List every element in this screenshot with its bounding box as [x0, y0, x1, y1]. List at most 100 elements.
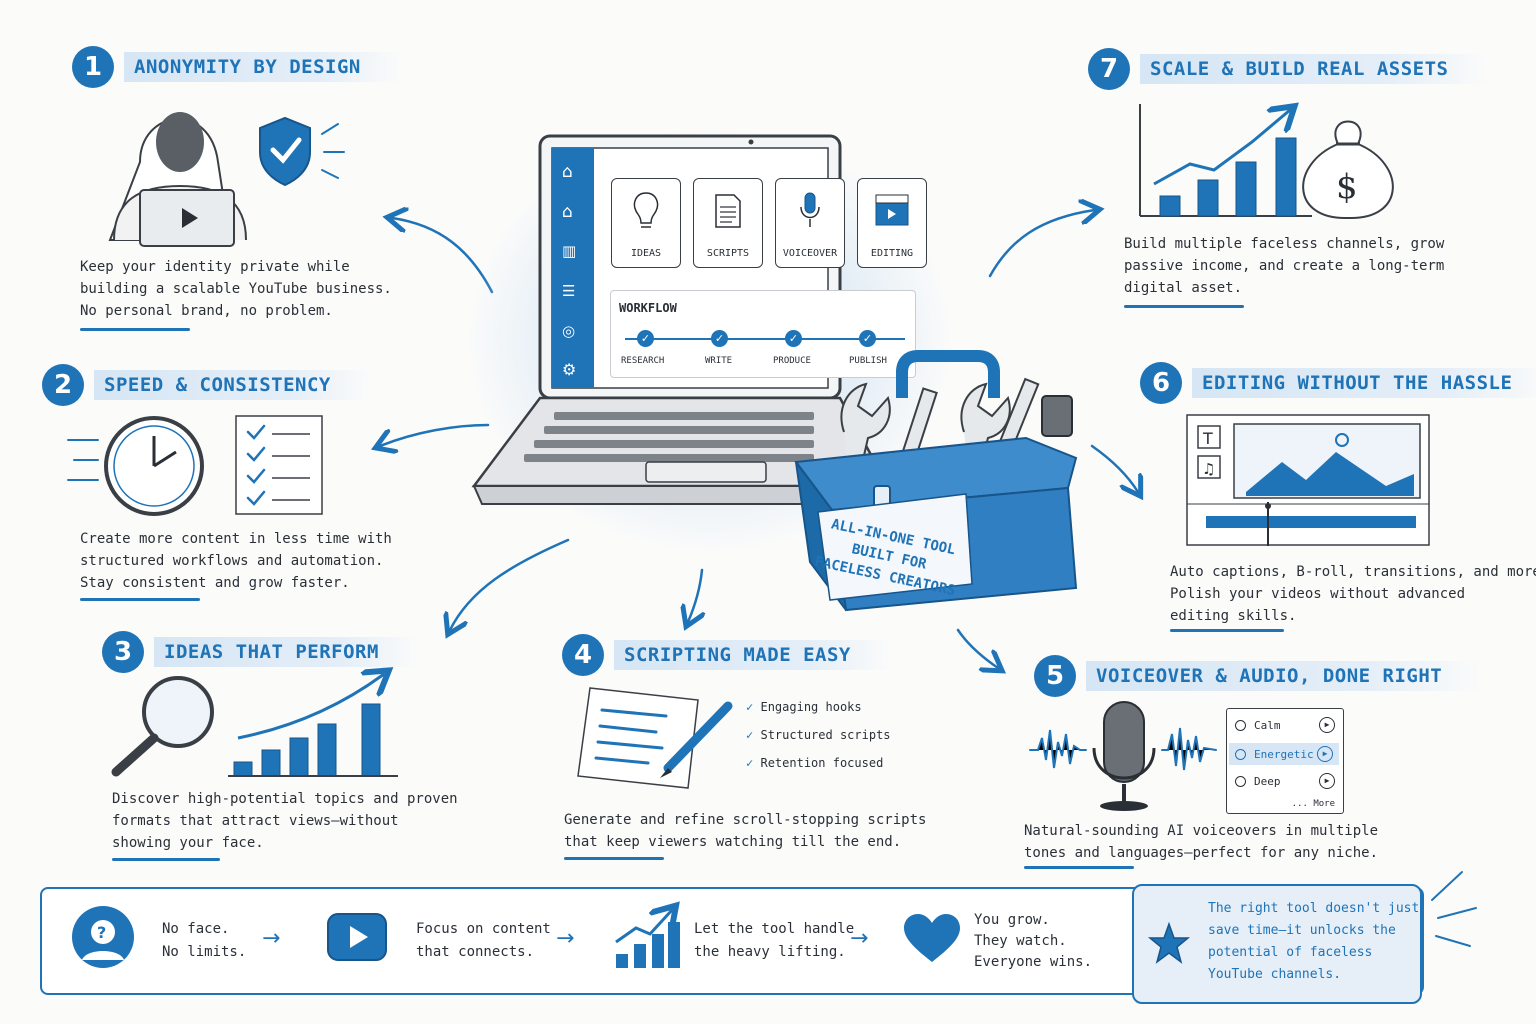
checklist-item-label: Retention focused: [760, 756, 884, 770]
tool-card-ideas[interactable]: IDEAS: [611, 178, 681, 268]
section-4-line: that keep viewers watching till the end.: [564, 834, 902, 850]
document-icon[interactable]: ☰: [562, 282, 576, 300]
svg-text:T: T: [1202, 429, 1213, 448]
tool-card-scripts[interactable]: SCRIPTS: [693, 178, 763, 268]
bottom-item-line: that connects.: [416, 944, 535, 960]
section-4-header: 4 SCRIPTING MADE EASY: [562, 634, 891, 676]
section-1-description: Keep your identity private while buildin…: [80, 256, 392, 322]
section-1-line: Keep your identity private while: [80, 259, 350, 275]
house-icon[interactable]: ⌂: [562, 202, 573, 222]
svg-text:♫: ♫: [1202, 460, 1215, 478]
section-4-title: SCRIPTING MADE EASY: [614, 640, 891, 670]
section-6-title: EDITING WITHOUT THE HASSLE: [1192, 368, 1536, 398]
microphone-icon: [800, 192, 820, 227]
hooded-person-laptop-icon: [108, 112, 345, 247]
play-icon[interactable]: ▶: [1319, 717, 1335, 733]
analytics-icon[interactable]: ▥: [562, 242, 577, 260]
bottom-item-2-text: Focus on content that connects.: [416, 918, 551, 964]
radio-icon: [1235, 748, 1246, 760]
script-pen-icon: [577, 687, 733, 789]
workflow-line: [625, 338, 905, 340]
radio-icon: [1235, 719, 1246, 731]
growth-moneybag-icon: $: [1139, 104, 1394, 220]
section-5-description: Natural-sounding AI voiceovers in multip…: [1024, 820, 1378, 864]
section-7-line: digital asset.: [1124, 280, 1243, 296]
voice-option-energetic[interactable]: Energetic ▶: [1229, 743, 1339, 765]
section-7-title: SCALE & BUILD REAL ASSETS: [1140, 54, 1489, 84]
workflow-title: WORKFLOW: [619, 301, 677, 315]
arrow-right-icon: →: [262, 926, 281, 951]
checklist-item-label: Structured scripts: [760, 728, 891, 742]
workflow-step-label: PUBLISH: [849, 356, 887, 366]
voice-option-calm[interactable]: Calm ▶: [1235, 717, 1335, 733]
section-3-number: 3: [102, 631, 144, 673]
section-2-underline: [80, 598, 200, 601]
quote-line: YouTube channels.: [1208, 967, 1342, 982]
tool-card-label: IDEAS: [630, 248, 662, 259]
section-6-header: 6 EDITING WITHOUT THE HASSLE: [1140, 362, 1536, 404]
arrow-right-icon: →: [850, 926, 869, 951]
gear-icon[interactable]: ⚙: [562, 360, 577, 379]
growth-chart-icon: [615, 906, 680, 968]
section-4-underline: [564, 857, 664, 860]
section-5-header: 5 VOICEOVER & AUDIO, DONE RIGHT: [1034, 655, 1483, 697]
play-icon[interactable]: ▶: [1317, 746, 1333, 762]
play-icon[interactable]: ▶: [1319, 773, 1335, 789]
section-3-underline: [112, 858, 220, 861]
section-6-underline: [1170, 629, 1284, 632]
tool-card-editing[interactable]: EDITING: [857, 178, 927, 268]
microphone-waveform-icon: [1029, 701, 1217, 811]
section-2-line: Create more content in less time with: [80, 531, 392, 547]
bottom-item-line: Everyone wins.: [974, 954, 1093, 970]
toolbox-illustration: [794, 350, 1078, 612]
bottom-item-line: Let the tool handle: [694, 921, 855, 937]
section-2-line: Stay consistent and grow faster.: [80, 575, 350, 591]
section-1-line: No personal brand, no problem.: [80, 303, 333, 319]
bottom-item-line: Focus on content: [416, 921, 551, 937]
section-3-title: IDEAS THAT PERFORM: [154, 637, 419, 667]
section-5-title: VOICEOVER & AUDIO, DONE RIGHT: [1086, 661, 1483, 691]
bottom-item-3-text: Let the tool handle the heavy lifting.: [694, 918, 854, 964]
section-3-header: 3 IDEAS THAT PERFORM: [102, 631, 419, 673]
heart-icon: [904, 914, 960, 962]
radio-icon: [1235, 775, 1246, 787]
star-icon: [1147, 921, 1191, 964]
voice-option-deep[interactable]: Deep ▶: [1235, 773, 1335, 789]
checklist-item: ✓ Retention focused: [746, 756, 884, 770]
bottom-item-4-text: You grow. They watch. Everyone wins.: [974, 910, 1092, 973]
section-5-number: 5: [1034, 655, 1076, 697]
magnifier-chart-icon: [111, 668, 398, 777]
svg-text:$: $: [1336, 167, 1358, 207]
bottom-item-line: They watch.: [974, 933, 1067, 949]
video-editor-icon: T ♫: [1186, 414, 1430, 546]
section-7-line: Build multiple faceless channels, grow: [1124, 236, 1445, 252]
section-5-line: tones and languages—perfect for any nich…: [1024, 845, 1379, 861]
section-6-line: Polish your videos without advanced: [1170, 586, 1466, 602]
section-6-line: editing skills.: [1170, 608, 1297, 624]
section-1-underline: [80, 328, 190, 331]
home-icon[interactable]: ⌂: [562, 162, 573, 182]
more-voices-link[interactable]: ... More: [1291, 799, 1335, 809]
workflow-step-check-icon: ✓: [711, 330, 728, 347]
section-2-number: 2: [42, 364, 84, 406]
voice-option-label: Energetic: [1254, 747, 1314, 761]
voice-option-label: Calm: [1254, 718, 1281, 732]
section-4-description: Generate and refine scroll-stopping scri…: [564, 809, 926, 853]
tool-card-voiceover[interactable]: VOICEOVER: [775, 178, 845, 268]
section-2-title: SPEED & CONSISTENCY: [94, 370, 371, 400]
section-4-number: 4: [562, 634, 604, 676]
section-1-title: ANONYMITY BY DESIGN: [124, 52, 401, 82]
checklist-item-label: Engaging hooks: [760, 700, 862, 714]
voice-selector: Calm ▶ Energetic ▶ Deep ▶ ... More: [1226, 708, 1344, 814]
workflow-step-label: PRODUCE: [773, 356, 811, 366]
quote-line: save time—it unlocks the: [1208, 923, 1396, 938]
question-face-icon: ?: [72, 906, 134, 968]
tool-card-label: VOICEOVER: [782, 248, 838, 259]
workflow-step-check-icon: ✓: [637, 330, 654, 347]
section-2-line: structured workflows and automation.: [80, 553, 384, 569]
section-2-description: Create more content in less time with st…: [80, 528, 392, 594]
lightbulb-icon[interactable]: ◎: [562, 322, 576, 340]
arrow-right-icon: →: [556, 926, 575, 951]
play-icon: [327, 913, 387, 961]
